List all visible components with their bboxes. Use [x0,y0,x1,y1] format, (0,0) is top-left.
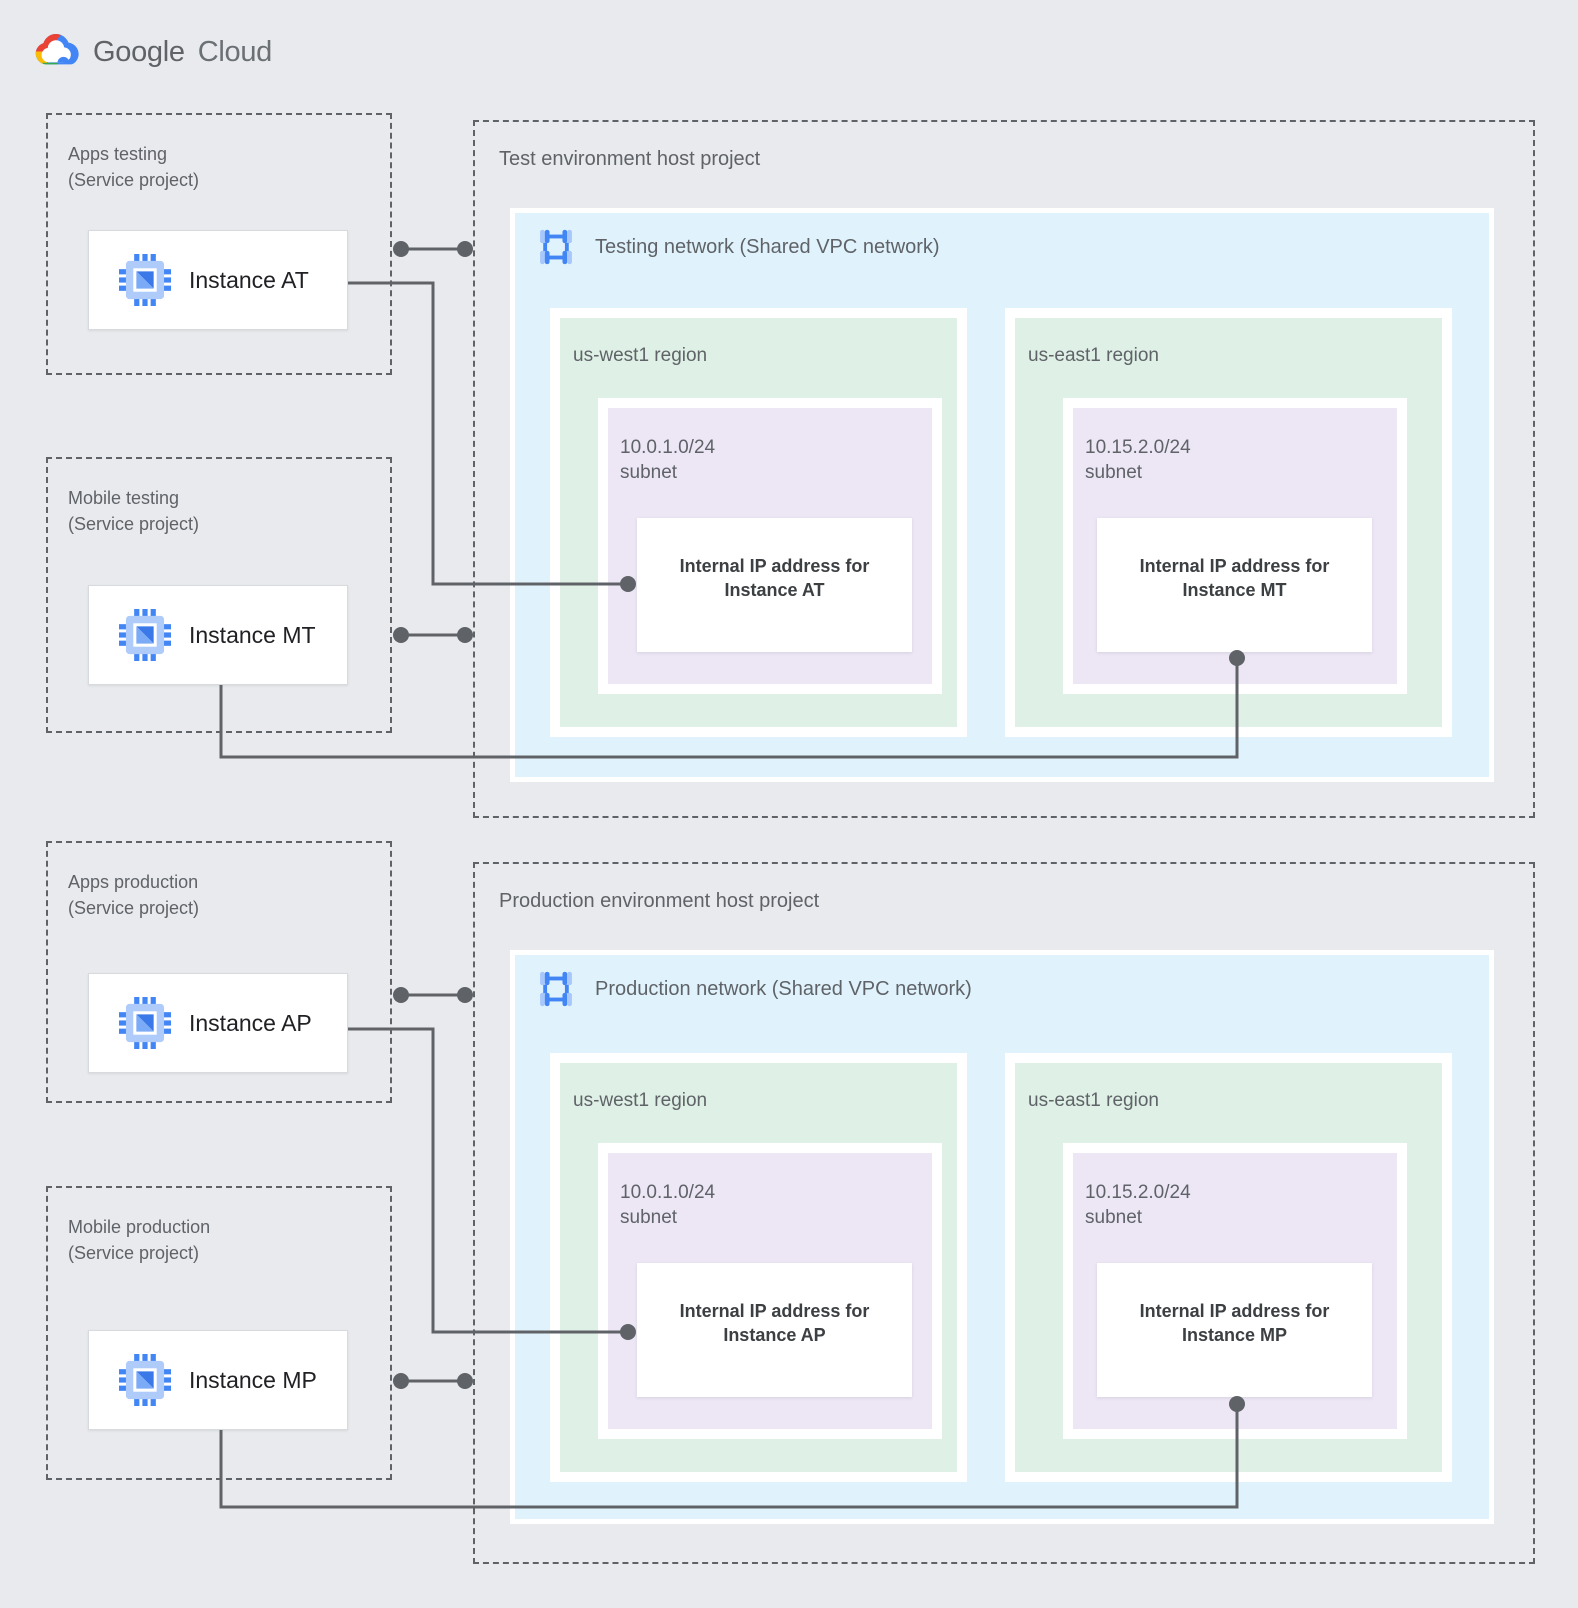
vpc-network-icon [535,226,577,268]
connector-dot [393,987,409,1003]
service-project-label: Mobile production (Service project) [68,1217,211,1263]
service-project-label: Mobile testing (Service project) [68,488,200,534]
service-project-label: Apps testing (Service project) [68,144,200,190]
internal-ip-instance-at: Internal IP address for Instance AT [637,518,912,652]
service-project-apps-testing: Apps testing (Service project) [46,113,392,375]
google-cloud-cloud-icon [35,34,79,65]
service-project-mobile-testing: Mobile testing (Service project) [46,457,392,733]
subnet-label: 10.15.2.0/24 subnet [1085,1182,1191,1228]
internal-ip-instance-mp: Internal IP address for Instance MP [1097,1263,1372,1397]
connector-dot [457,1373,473,1389]
google-cloud-logo: Google Cloud [33,32,272,72]
service-project-apps-production: Apps production (Service project) [46,841,392,1103]
host-project-title: Test environment host project [499,148,761,170]
service-project-label: Apps production (Service project) [68,872,200,918]
instance-card-at: Instance AT [88,230,348,330]
connector-dot [457,627,473,643]
internal-ip-instance-ap: Internal IP address for Instance AP [637,1263,912,1397]
connector-dot [457,987,473,1003]
instance-label: Instance AP [189,1009,312,1036]
network-header: Testing network (Shared VPC network) [535,226,1489,268]
region-label: us-west1 region [573,1090,708,1111]
compute-engine-icon [119,254,171,306]
connector-dot [393,627,409,643]
logo-product-text: Cloud [197,35,273,68]
instance-label: Instance AT [189,266,309,293]
connector-dot [457,241,473,257]
instance-label: Instance MT [189,621,316,648]
subnet-label: 10.0.1.0/24 subnet [620,1182,716,1228]
compute-engine-icon [119,997,171,1049]
instance-card-ap: Instance AP [88,973,348,1073]
host-project-title: Production environment host project [499,890,820,912]
instance-card-mp: Instance MP [88,1330,348,1430]
region-label: us-east1 region [1028,345,1159,366]
subnet-label: 10.15.2.0/24 subnet [1085,437,1191,483]
logo-brand-text: Google [93,35,185,68]
connector-dot [393,241,409,257]
compute-engine-icon [119,609,171,661]
instance-label: Instance MP [189,1366,317,1393]
compute-engine-icon [119,1354,171,1406]
vpc-network-icon [535,968,577,1010]
connector-dot [393,1373,409,1389]
region-label: us-east1 region [1028,1090,1159,1111]
subnet-label: 10.0.1.0/24 subnet [620,437,716,483]
instance-card-mt: Instance MT [88,585,348,685]
network-header: Production network (Shared VPC network) [535,968,1489,1010]
region-label: us-west1 region [573,345,708,366]
network-label: Production network (Shared VPC network) [595,977,972,1000]
network-label: Testing network (Shared VPC network) [595,235,940,258]
internal-ip-instance-mt: Internal IP address for Instance MT [1097,518,1372,652]
